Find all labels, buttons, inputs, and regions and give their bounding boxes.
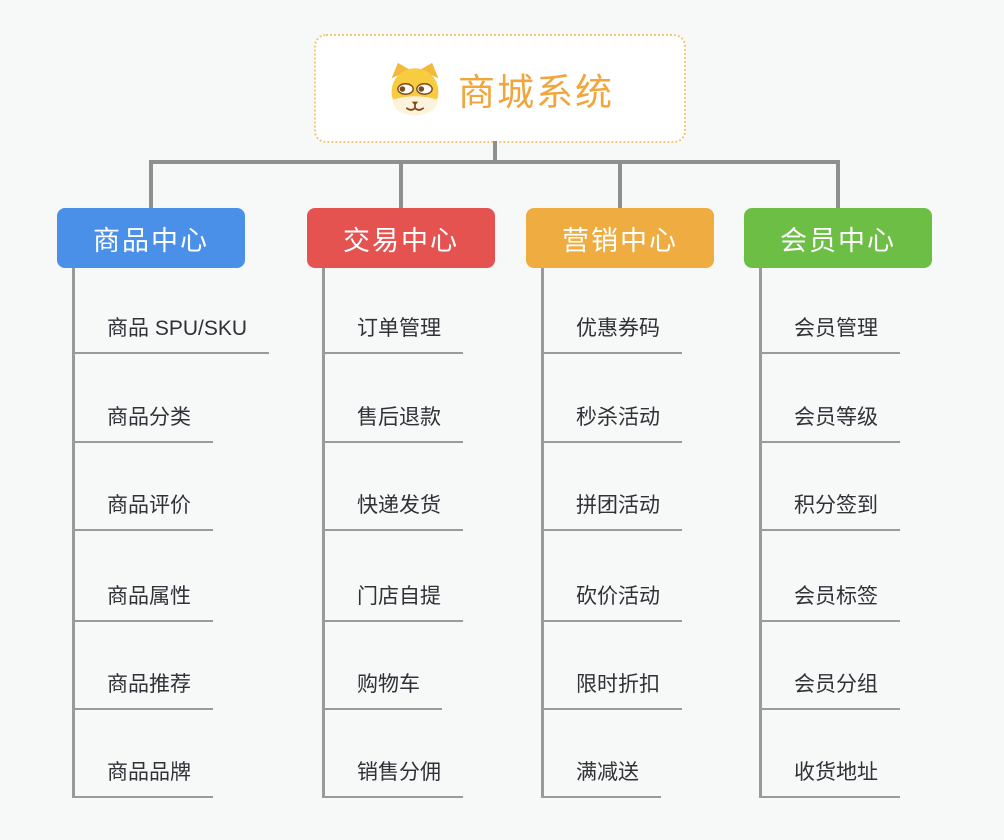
connector-root-stub <box>493 141 497 164</box>
root-node[interactable]: 商城系统 <box>314 34 686 143</box>
branch-label: 营销中心 <box>562 225 678 256</box>
root-title: 商城系统 <box>458 71 614 113</box>
branch-label: 会员中心 <box>780 225 896 256</box>
leaf-node-time-limited-discount[interactable]: 限时折扣 <box>542 670 682 710</box>
leaf-node-product-spu-sku[interactable]: 商品 SPU/SKU <box>73 314 270 354</box>
connector-trunk-member-center <box>759 268 762 798</box>
branch-node-product-center[interactable]: 商品中心 <box>57 208 245 268</box>
leaf-node-product-attribute[interactable]: 商品属性 <box>73 582 213 622</box>
connector-drop-trade-center <box>399 160 403 208</box>
leaf-node-coupon-code[interactable]: 优惠券码 <box>542 314 682 354</box>
leaf-node-member-management[interactable]: 会员管理 <box>760 314 900 354</box>
connector-trunk-trade-center <box>322 268 325 798</box>
leaf-node-product-recommend[interactable]: 商品推荐 <box>73 670 213 710</box>
branch-label: 交易中心 <box>343 225 459 256</box>
branch-node-member-center[interactable]: 会员中心 <box>744 208 932 268</box>
leaf-node-after-sale-refund[interactable]: 售后退款 <box>323 403 463 443</box>
leaf-node-product-brand[interactable]: 商品品牌 <box>73 758 213 798</box>
leaf-node-member-level[interactable]: 会员等级 <box>760 403 900 443</box>
connector-trunk-product-center <box>72 268 75 798</box>
leaf-node-member-tag[interactable]: 会员标签 <box>760 582 900 622</box>
dog-face-icon <box>386 62 444 116</box>
leaf-node-bargain-activity[interactable]: 砍价活动 <box>542 582 682 622</box>
leaf-node-store-pickup[interactable]: 门店自提 <box>323 582 463 622</box>
branch-node-marketing-center[interactable]: 营销中心 <box>526 208 714 268</box>
connector-drop-product-center <box>149 160 153 208</box>
leaf-node-product-category[interactable]: 商品分类 <box>73 403 213 443</box>
leaf-node-product-review[interactable]: 商品评价 <box>73 491 213 531</box>
branch-column-product-center: 商品中心 商品 SPU/SKU 商品分类 商品评价 商品属性 商品推荐 商品品牌 <box>57 208 327 808</box>
leaf-node-full-reduction[interactable]: 满减送 <box>542 758 661 798</box>
branch-column-member-center: 会员中心 会员管理 会员等级 积分签到 会员标签 会员分组 收货地址 <box>744 208 1004 808</box>
branch-column-trade-center: 交易中心 订单管理 售后退款 快递发货 门店自提 购物车 销售分佣 <box>307 208 577 808</box>
leaf-node-sales-commission[interactable]: 销售分佣 <box>323 758 463 798</box>
leaf-node-points-checkin[interactable]: 积分签到 <box>760 491 900 531</box>
leaf-node-flash-sale[interactable]: 秒杀活动 <box>542 403 682 443</box>
connector-trunk-marketing-center <box>541 268 544 798</box>
connector-bus <box>151 160 838 164</box>
leaf-node-shopping-cart[interactable]: 购物车 <box>323 670 442 710</box>
leaf-node-group-buy[interactable]: 拼团活动 <box>542 491 682 531</box>
leaf-node-express-delivery[interactable]: 快递发货 <box>323 491 463 531</box>
leaf-node-order-management[interactable]: 订单管理 <box>323 314 463 354</box>
leaf-node-member-group[interactable]: 会员分组 <box>760 670 900 710</box>
connector-drop-marketing-center <box>618 160 622 208</box>
branch-column-marketing-center: 营销中心 优惠券码 秒杀活动 拼团活动 砍价活动 限时折扣 满减送 <box>526 208 796 808</box>
branch-node-trade-center[interactable]: 交易中心 <box>307 208 495 268</box>
branch-label: 商品中心 <box>93 225 209 256</box>
leaf-node-shipping-address[interactable]: 收货地址 <box>760 758 900 798</box>
connector-drop-member-center <box>836 160 840 208</box>
